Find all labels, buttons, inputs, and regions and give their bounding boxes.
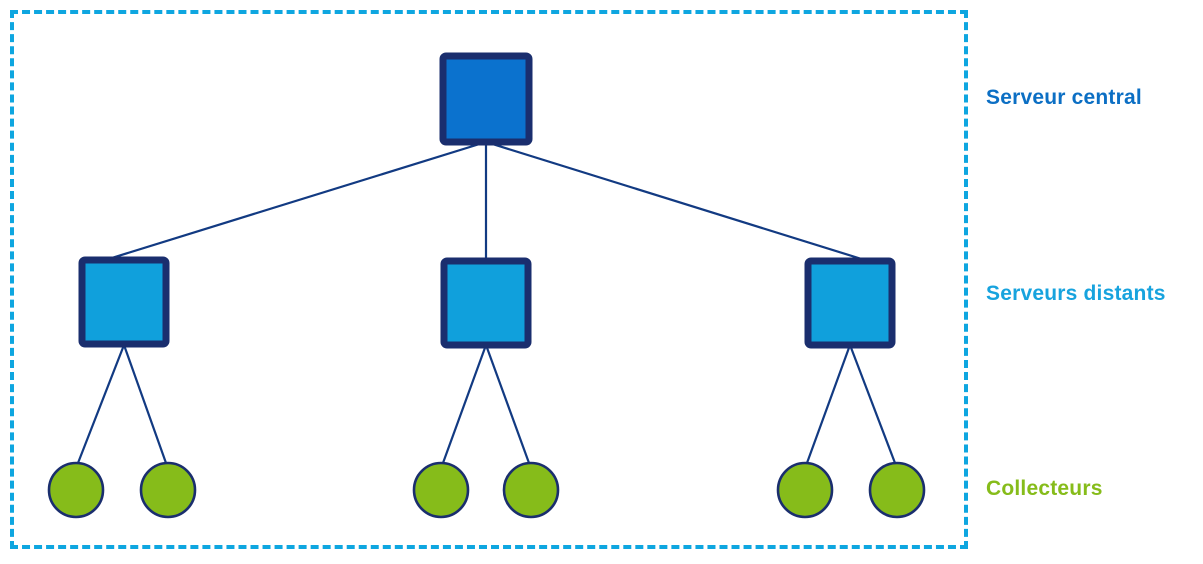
tier-label-central-server: Serveur central (986, 86, 1142, 109)
connector-remote-1-to-collector-2 (122, 344, 168, 464)
node-group-collectors (47, 461, 926, 519)
connector-remote-2-to-collector-3 (441, 344, 488, 464)
node-collector-5[interactable] (776, 461, 834, 519)
connector-remote-3-to-collector-5 (805, 344, 852, 464)
node-central-server[interactable] (439, 52, 533, 146)
connector-remote-3-to-collector-6 (848, 344, 897, 464)
connector-group-central-to-remote (101, 140, 869, 263)
node-remote-server-3[interactable] (804, 257, 896, 349)
connector-remote-1-to-collector-1 (76, 344, 126, 464)
node-group-remote-servers (78, 256, 896, 349)
node-remote-server-2[interactable] (440, 257, 532, 349)
node-group-central-server (439, 52, 533, 146)
node-collector-4[interactable] (502, 461, 560, 519)
node-collector-6[interactable] (868, 461, 926, 519)
connector-central-to-remote-3 (485, 140, 869, 263)
connector-remote-2-to-collector-4 (484, 344, 531, 464)
connector-central-to-remote-1 (101, 140, 487, 263)
tier-label-remote-servers: Serveurs distants (986, 282, 1166, 305)
node-collector-2[interactable] (139, 461, 197, 519)
diagram-boundary-frame (10, 10, 968, 549)
node-collector-1[interactable] (47, 461, 105, 519)
tier-label-collectors: Collecteurs (986, 477, 1103, 500)
connector-group-remote-to-collectors (76, 344, 897, 464)
node-collector-3[interactable] (412, 461, 470, 519)
node-remote-server-1[interactable] (78, 256, 170, 348)
